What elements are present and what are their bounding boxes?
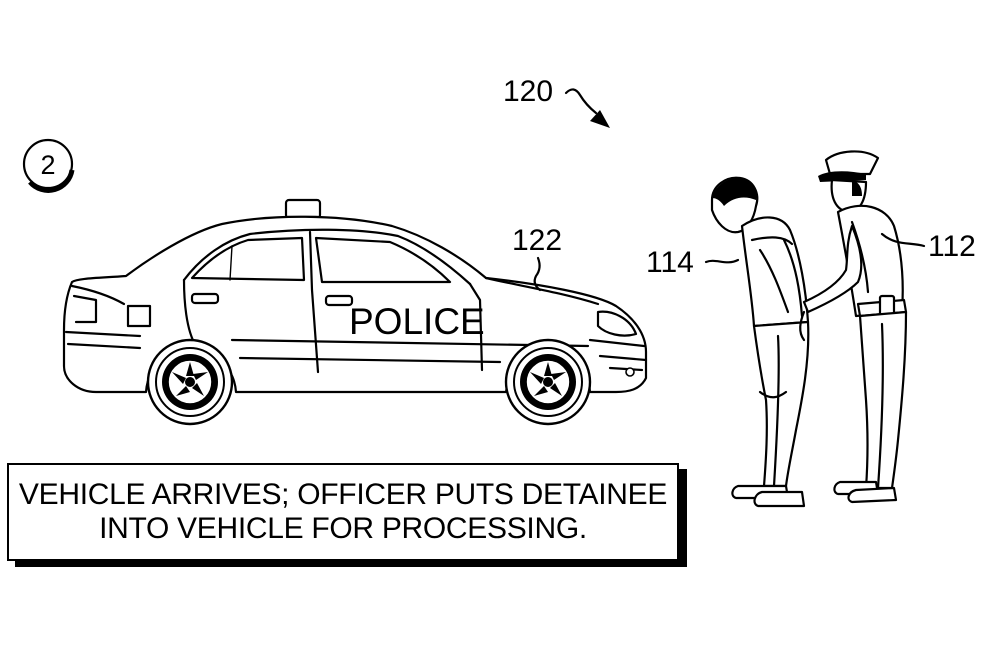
- scene-reference: 120: [503, 75, 610, 128]
- scene-arrowhead: [590, 110, 610, 128]
- caption-box: VEHICLE ARRIVES; OFFICER PUTS DETAINEE I…: [7, 463, 679, 561]
- detainee-leader-line: [704, 258, 740, 264]
- police-car-icon: POLICE: [62, 198, 648, 426]
- detainee-reference: 114: [646, 246, 740, 279]
- officer-reference-numeral: 112: [928, 230, 976, 263]
- caption-line-1: VEHICLE ARRIVES; OFFICER PUTS DETAINEE: [18, 478, 668, 511]
- step-number: 2: [40, 150, 55, 180]
- vehicle-reference-numeral: 122: [512, 224, 562, 257]
- detainee-reference-numeral: 114: [646, 246, 694, 279]
- caption-line-2: INTO VEHICLE FOR PROCESSING.: [99, 512, 587, 545]
- officer-leader-line: [880, 232, 926, 248]
- scene-reference-numeral: 120: [503, 75, 553, 108]
- vehicle-leader-line: [533, 256, 542, 292]
- detainee-figure-icon: [710, 176, 810, 508]
- step-badge: 2: [22, 138, 75, 193]
- officer-reference: 112: [880, 230, 976, 263]
- vehicle-reference: 122: [512, 224, 562, 292]
- scene-leader-line: [564, 88, 598, 115]
- police-marking: POLICE: [349, 301, 485, 342]
- officer-figure-icon: [799, 150, 908, 504]
